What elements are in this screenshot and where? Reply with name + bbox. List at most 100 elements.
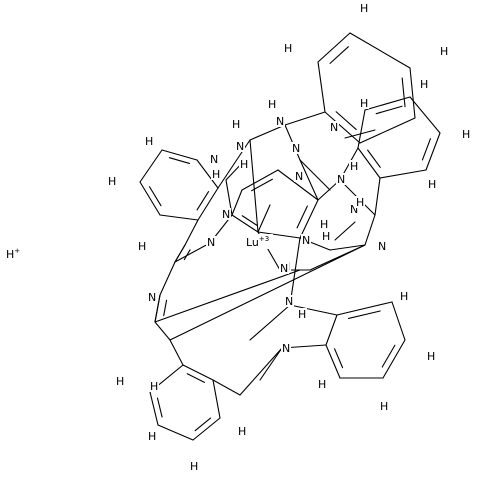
hydrogen-label-background (461, 128, 471, 140)
ring-center (231, 189, 243, 216)
hydrogen-label: H (427, 350, 435, 363)
nitrogen-label-background (294, 170, 304, 182)
nitrogen-label-background (235, 140, 245, 152)
ring-right-double (367, 149, 381, 168)
nitrogen-label-background (147, 291, 157, 303)
hydrogen-label: H (428, 178, 436, 191)
macrocycle-bond (334, 221, 356, 241)
ring-lower-left (149, 391, 159, 426)
macrocycle-bond (159, 261, 176, 296)
svg-text:H+: H+ (6, 247, 20, 261)
hydrogen-label-background (239, 158, 249, 170)
ring-lower-left (182, 364, 214, 381)
ring-lower-right (325, 344, 341, 379)
hydrogen-label-background (149, 380, 159, 392)
ring-right-double (375, 105, 403, 115)
hydrogen-label: H (145, 135, 153, 148)
hydrogen-label-background (211, 168, 221, 180)
macrocycle-bond (169, 339, 184, 366)
nitrogen-label: N (292, 142, 300, 155)
macrocycle-bond (344, 129, 376, 139)
hydrogen-label: H (356, 196, 364, 209)
nitrogen-label-background (284, 295, 294, 307)
ring-lower-right (391, 301, 406, 341)
hydrogen-label-background (107, 175, 117, 187)
macrocycle-bond (249, 139, 259, 233)
hydrogen-label: H (320, 218, 328, 231)
imine-bond (154, 294, 161, 323)
ring-right (409, 96, 441, 134)
hydrogen-label-background (147, 430, 157, 442)
macrocycle-bond (154, 269, 301, 323)
hydrogen-label: H (420, 78, 428, 91)
ring-top-double (329, 46, 349, 64)
hydrogen-label-background (419, 78, 429, 90)
macrocycle-bond (239, 347, 283, 396)
ring-lower-left (157, 424, 194, 441)
hydrogen-label-background (115, 375, 125, 387)
hydrogen-label: H (440, 45, 448, 58)
ring-center (257, 231, 301, 239)
hydrogen-label: H (138, 240, 146, 253)
hydrogen-label: H (148, 430, 156, 443)
hydrogen-label: H (232, 118, 240, 131)
nitrogen-label-background (291, 142, 301, 154)
macrocycle-bond (299, 159, 319, 201)
macrocycle-bond (374, 177, 381, 216)
ring-top (317, 32, 351, 63)
nitrogen-label-background (377, 240, 387, 252)
hydrogen-label: H (240, 158, 248, 171)
nitrogen-label-background (336, 173, 346, 185)
hydrogen-label: H (462, 128, 470, 141)
hydrogen-label-background (237, 425, 247, 437)
macrocycle-bond (154, 321, 171, 341)
lutetium-ion: Lu+3 (245, 234, 273, 249)
ring-center-double (241, 215, 258, 227)
hydrogen-label-background (137, 240, 147, 252)
hydrogen-label: H (360, 97, 368, 110)
ring-top (349, 32, 411, 69)
nitrogen-label: N (236, 140, 244, 153)
macrocycle-bond (364, 214, 376, 246)
bond-lines (139, 32, 441, 441)
nitrogen-label: N (207, 236, 215, 249)
ring-lower-right-double (381, 344, 396, 368)
nitrogen-label: N (302, 234, 310, 247)
ring-upper-left (139, 149, 163, 183)
nitrogen-label: N (295, 170, 303, 183)
hydrogen-label-background (399, 290, 409, 302)
macrocycle-bond (249, 124, 286, 141)
ring-center (277, 169, 319, 201)
ring-center (299, 199, 319, 239)
hydrogen-label: H (400, 290, 408, 303)
ring-lower-right (325, 314, 338, 346)
lutetium-charge: +3 (259, 235, 269, 243)
nitrogen-label-background (221, 208, 231, 220)
ring-lower-left (212, 379, 221, 419)
nitrogen-label-background (279, 262, 289, 274)
hydrogen-label: H (238, 425, 246, 438)
ring-top (324, 111, 361, 144)
macrocycle-bond (184, 219, 199, 246)
hydrogen-label: H (298, 308, 306, 321)
nitrogen-label-background (281, 342, 291, 354)
hydrogen-label-background (321, 230, 331, 242)
hydrogen-label: H (190, 460, 198, 473)
lutetium-symbol: Lu (246, 236, 259, 249)
ring-top (359, 117, 416, 144)
hydrogen-label-background (297, 308, 307, 320)
ring-right-double (421, 138, 431, 161)
ring-top-double (335, 111, 357, 131)
hydrogen-label-background (359, 2, 369, 14)
hydrogen-label-background (379, 400, 389, 412)
ring-center-double (251, 178, 273, 192)
hydrogen-label: H (318, 378, 326, 391)
ring-lower-left-double (194, 417, 212, 432)
ring-lower-right (382, 339, 406, 379)
macrocycle-bond (259, 347, 283, 381)
nitrogen-label: N (210, 153, 218, 166)
macrocycle-bond (174, 242, 211, 263)
hydrogen-label: H (116, 375, 124, 388)
hydrogen-label-background (359, 97, 369, 109)
hydrogen-label: H (284, 42, 292, 55)
